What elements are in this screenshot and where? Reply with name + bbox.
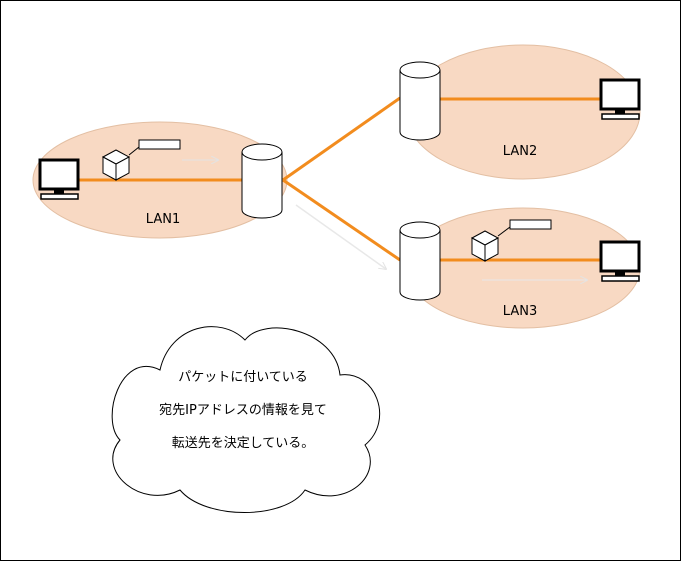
lan2-label: LAN2 [503, 144, 537, 159]
router-icon [399, 221, 441, 301]
cloud-text-line-1: パケットに付いている [178, 370, 308, 385]
packet-tag [509, 219, 552, 230]
callout-cloud [111, 326, 381, 513]
computer-icon [38, 158, 80, 200]
link-router1-router2 [282, 96, 401, 182]
computer-icon [599, 78, 641, 120]
packet-tag [138, 139, 181, 150]
flow-arrow-router [295, 204, 386, 269]
cloud-text-line-3: 転送先を決定している。 [172, 436, 315, 451]
router-icon [399, 61, 441, 141]
packet-tag-line [128, 146, 140, 156]
packet-icon [470, 230, 500, 262]
router-icon [241, 143, 283, 219]
link-router1-router3 [282, 178, 401, 262]
cloud-text-line-2: 宛先IPアドレスの情報を見て [159, 403, 327, 418]
packet-tag-line [497, 226, 511, 237]
packet-icon [101, 149, 131, 181]
lan1-label: LAN1 [146, 212, 180, 227]
lan3-label: LAN3 [503, 304, 537, 319]
computer-icon [599, 240, 641, 282]
